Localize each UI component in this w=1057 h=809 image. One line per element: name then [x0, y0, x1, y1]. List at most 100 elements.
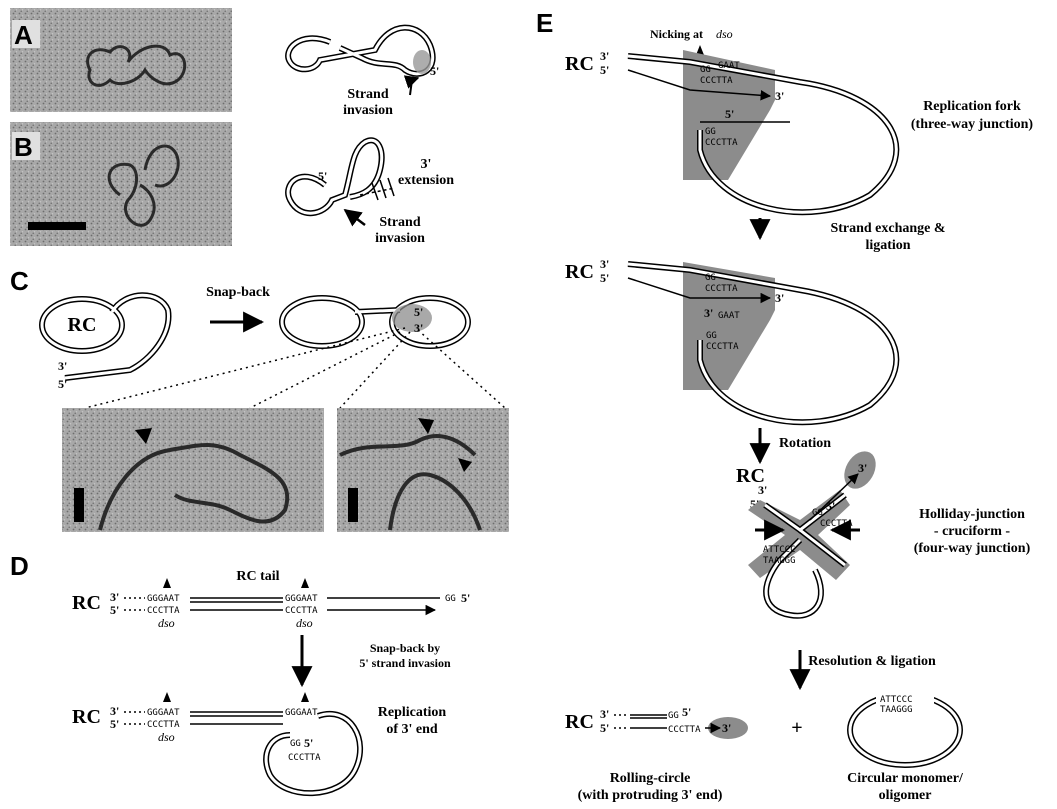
- svg-text:5': 5': [461, 591, 470, 605]
- panel-letter-e: E: [536, 8, 553, 38]
- svg-text:CCCTTA: CCCTTA: [285, 606, 318, 616]
- svg-text:GG: GG: [706, 331, 717, 341]
- panel-d: D RC tail RC 3' 5' GGGAAT CCCTTA dso GGG…: [10, 551, 470, 793]
- label-rotation: Rotation: [779, 436, 831, 451]
- svg-text:CCCTTA: CCCTTA: [668, 725, 701, 735]
- svg-text:5' strand invasion: 5' strand invasion: [359, 656, 451, 670]
- svg-text:GG: GG: [812, 508, 823, 518]
- svg-text:(with protruding 3' end): (with protruding 3' end): [578, 788, 723, 803]
- label-strand-exchange: Strand exchange &: [830, 221, 945, 236]
- svg-text:CCCTTA: CCCTTA: [147, 606, 180, 616]
- panel-b: B 5' 3' extension Strand invasion: [10, 122, 454, 246]
- svg-text:CCCTTA: CCCTTA: [147, 720, 180, 730]
- svg-text:5': 5': [600, 271, 609, 285]
- svg-text:GGGAAT: GGGAAT: [285, 594, 318, 604]
- label-snap-back: Snap-back: [206, 285, 270, 300]
- svg-text:GG: GG: [290, 739, 301, 749]
- rc-label-d1: RC: [72, 592, 101, 614]
- svg-text:ligation: ligation: [865, 238, 910, 253]
- svg-text:TAAGGG: TAAGGG: [880, 705, 913, 715]
- svg-text:dso: dso: [716, 27, 733, 41]
- svg-text:dso: dso: [158, 730, 175, 744]
- panel-e: E Nicking at dso RC 3' 5' GG GAAT CCCTTA…: [536, 8, 1033, 803]
- svg-text:3': 3': [600, 49, 609, 63]
- svg-text:CCCTTA: CCCTTA: [706, 342, 739, 352]
- rc-label-e4: RC: [565, 711, 594, 733]
- svg-text:3': 3': [758, 483, 767, 497]
- label-rc-tail: RC tail: [236, 569, 279, 584]
- svg-text:(four-way junction): (four-way junction): [914, 541, 1031, 556]
- svg-text:GGGAAT: GGGAAT: [147, 708, 180, 718]
- svg-text:3': 3': [858, 461, 867, 475]
- svg-text:GG: GG: [445, 594, 456, 604]
- panel-letter-a: A: [14, 20, 33, 50]
- svg-text:GAAT: GAAT: [718, 61, 740, 71]
- svg-text:3': 3': [58, 359, 67, 373]
- panel-letter-b: B: [14, 132, 33, 162]
- svg-text:5': 5': [318, 169, 327, 183]
- svg-text:5': 5': [600, 63, 609, 77]
- svg-text:5': 5': [110, 717, 119, 731]
- rc-label-c: RC: [68, 314, 97, 336]
- svg-text:5': 5': [304, 736, 313, 750]
- rc-label-e2: RC: [565, 261, 594, 283]
- svg-text:5': 5': [682, 705, 691, 719]
- svg-text:3': 3': [704, 306, 713, 320]
- label-rolling-circle: Rolling-circle: [610, 771, 691, 786]
- label-resolution: Resolution & ligation: [808, 654, 936, 669]
- label-nicking: Nicking at: [650, 27, 703, 41]
- label-3-extension: extension: [398, 173, 454, 188]
- svg-text:3': 3': [600, 707, 609, 721]
- svg-text:CCCTTA: CCCTTA: [705, 138, 738, 148]
- svg-text:GG: GG: [705, 127, 716, 137]
- svg-text:invasion: invasion: [343, 103, 393, 118]
- svg-text:3': 3': [110, 704, 119, 718]
- label-replication-3-end: Replication: [378, 705, 447, 720]
- svg-text:3': 3': [722, 721, 731, 735]
- rc-label-e1: RC: [565, 53, 594, 75]
- scale-bar: [28, 222, 86, 230]
- svg-text:oligomer: oligomer: [879, 788, 932, 803]
- svg-text:dso: dso: [158, 616, 175, 630]
- end-label: 5': [430, 64, 439, 78]
- svg-text:GG: GG: [700, 65, 711, 75]
- rc-label-d2: RC: [72, 706, 101, 728]
- svg-text:3': 3': [775, 291, 784, 305]
- svg-text:CCCTTA: CCCTTA: [705, 284, 738, 294]
- label-snap-back-5: Snap-back by: [370, 641, 440, 655]
- label-circular-monomer: Circular monomer/: [847, 771, 964, 786]
- svg-text:ATTCCC: ATTCCC: [880, 695, 913, 705]
- svg-text:TAAGGG: TAAGGG: [763, 556, 796, 566]
- svg-text:3': 3': [775, 89, 784, 103]
- svg-text:(three-way junction): (three-way junction): [911, 117, 1034, 132]
- plus-sign: +: [791, 717, 802, 739]
- svg-text:5': 5': [600, 721, 609, 735]
- svg-text:CCCTTA: CCCTTA: [820, 519, 853, 529]
- label-strand-invasion-b: Strand: [379, 215, 420, 230]
- svg-text:5': 5': [826, 499, 835, 513]
- svg-text:5': 5': [58, 377, 67, 391]
- svg-text:3': 3': [600, 257, 609, 271]
- panel-letter-d: D: [10, 551, 29, 581]
- svg-text:3': 3': [110, 590, 119, 604]
- svg-text:CCCTTA: CCCTTA: [700, 76, 733, 86]
- panel-a: A 5' Strand invasion: [10, 8, 439, 118]
- svg-text:GGGAAT: GGGAAT: [147, 594, 180, 604]
- label-replication-fork: Replication fork: [923, 99, 1021, 114]
- svg-text:3': 3': [414, 321, 423, 335]
- schematic-a: [288, 28, 433, 74]
- svg-text:GG: GG: [668, 711, 679, 721]
- svg-text:ATTCCC: ATTCCC: [763, 545, 796, 555]
- panel-letter-c: C: [10, 266, 29, 296]
- svg-text:5': 5': [110, 603, 119, 617]
- svg-text:dso: dso: [296, 616, 313, 630]
- label-holliday-junction: Holliday-junction: [919, 507, 1025, 522]
- micrograph-c2: [337, 408, 509, 532]
- svg-text:GGGAAT: GGGAAT: [285, 708, 318, 718]
- micrograph-a: [10, 8, 232, 112]
- label-strand-invasion: Strand: [347, 87, 388, 102]
- svg-text:invasion: invasion: [375, 231, 425, 246]
- svg-text:5': 5': [414, 305, 423, 319]
- svg-text:GG: GG: [705, 273, 716, 283]
